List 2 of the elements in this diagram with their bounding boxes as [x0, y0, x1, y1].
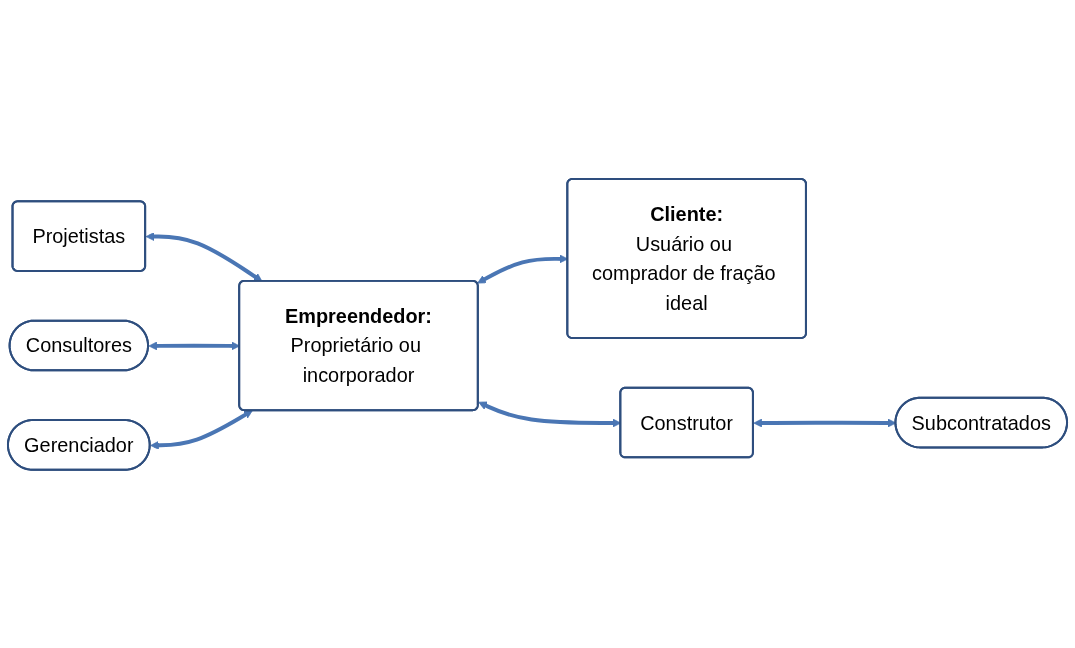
arrow	[145, 231, 263, 282]
arrow	[150, 409, 253, 450]
